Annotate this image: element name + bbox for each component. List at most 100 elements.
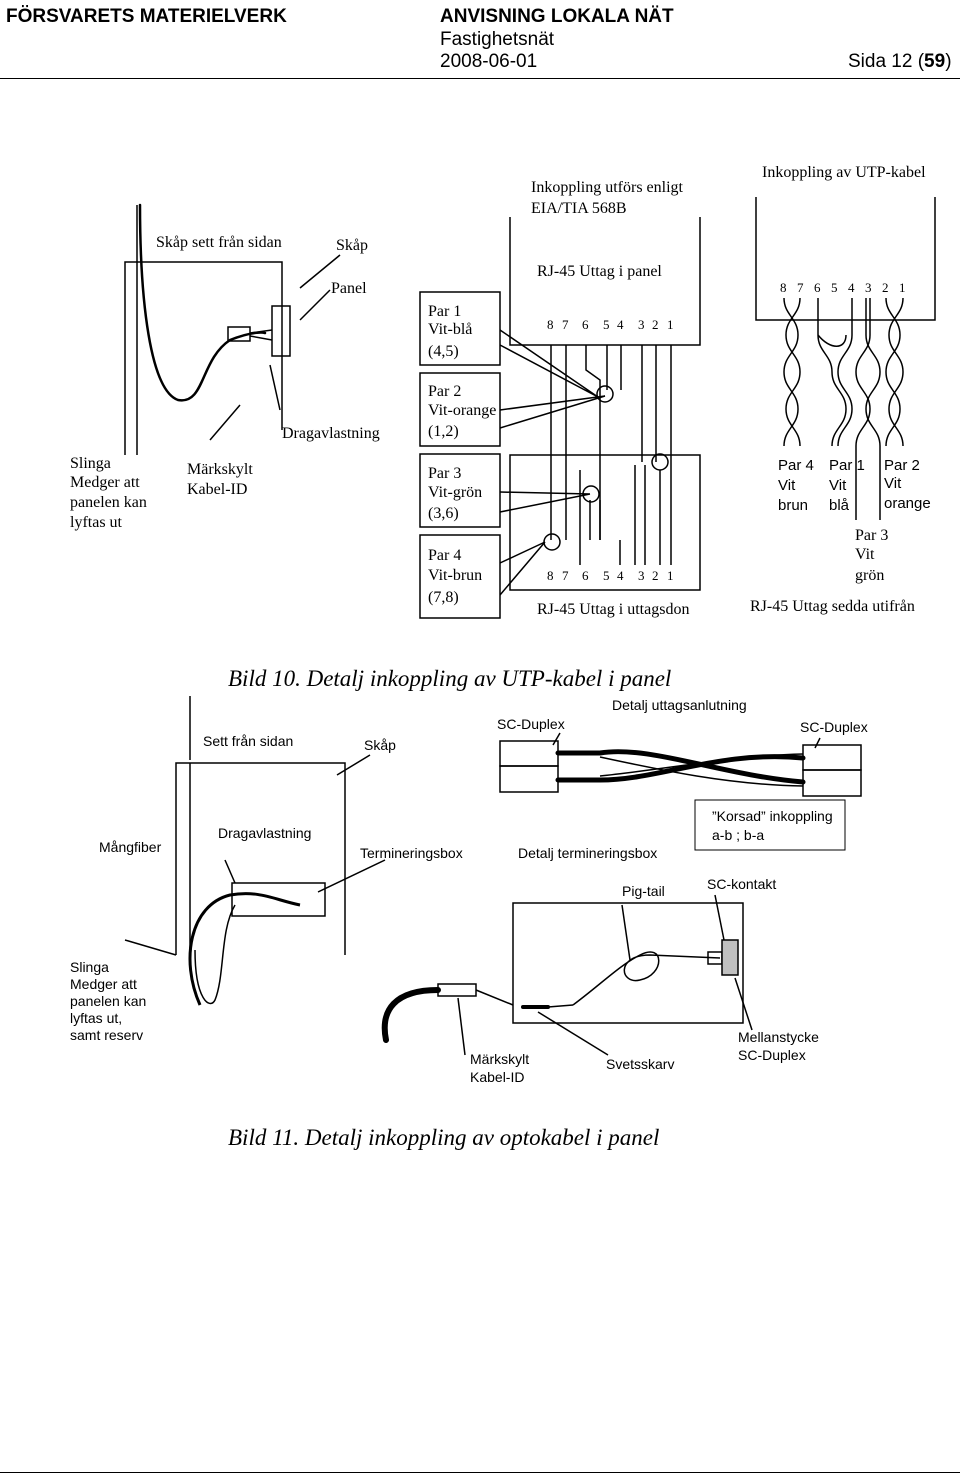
- pair-table: Par 1 Vit-blå (4,5) Par 2 Vit-orange (1,…: [419, 291, 501, 619]
- mellanstycke-adapter: [721, 939, 739, 976]
- svg-text:Par 3: Par 3: [428, 465, 461, 482]
- pins-right: 8 7 6 5 4 3 2 1: [780, 280, 906, 295]
- svg-text:8: 8: [780, 280, 787, 295]
- svg-text:grön: grön: [855, 567, 884, 584]
- label-skap: Skåp: [336, 237, 368, 254]
- right-pair-labels: Par 4 Vit brun Par 1 Vit blå Par 2 Vit o…: [778, 457, 931, 584]
- arrow-panel: [299, 289, 331, 321]
- fiber-loop-small: [188, 892, 301, 1006]
- svg-text:Vit-grön: Vit-grön: [428, 484, 482, 501]
- svg-text:1: 1: [667, 317, 674, 332]
- rj45-outside-box: [755, 197, 936, 321]
- figure-10: Skåp sett från sidan Skåp Panel Dragavla…: [70, 164, 936, 691]
- page-number: Sida 12 (59): [848, 51, 952, 72]
- svg-text:Märkskylt: Märkskylt: [470, 1051, 529, 1067]
- svg-text:Vit: Vit: [778, 477, 796, 494]
- svg-text:Par 2: Par 2: [428, 383, 461, 400]
- doc-date: 2008-06-01: [440, 51, 538, 72]
- svg-text:1: 1: [667, 568, 674, 583]
- pins-panel: 8 7 6 5 4 3 2 1: [547, 317, 674, 332]
- cable-slinga: [138, 203, 267, 402]
- pair2-marker: [651, 453, 669, 471]
- panel-block: [271, 305, 291, 357]
- label-mangfiber: Mångfiber: [99, 839, 162, 855]
- svg-text:panelen kan: panelen kan: [70, 494, 147, 511]
- fiber-cross: [555, 749, 806, 787]
- svg-text:Par 3: Par 3: [855, 527, 888, 544]
- arrow-dragavlastning-11: [224, 859, 236, 884]
- rj45-uttag-box: [509, 454, 701, 591]
- label-dragavlastning-11: Dragavlastning: [218, 825, 311, 841]
- fiber-entry: [475, 989, 514, 1006]
- svg-text:Kabel-ID: Kabel-ID: [470, 1069, 524, 1085]
- arrow-markskylt: [209, 404, 241, 441]
- pins-uttag: 8 7 6 5 4 3 2 1: [547, 568, 674, 583]
- pair4-marker: [543, 533, 561, 551]
- svg-text:Slinga: Slinga: [70, 455, 111, 472]
- label-korsad: ”Korsad” inkoppling a-b ; b-a: [694, 799, 846, 851]
- label-rj45-panel: RJ-45 Uttag i panel: [537, 263, 662, 280]
- sc-duplex-right: [802, 744, 862, 797]
- svg-text:Par 4: Par 4: [428, 547, 461, 564]
- pig-tail-fiber: [572, 951, 721, 1006]
- label-panel: Panel: [331, 280, 367, 297]
- arrow-mellanstycke: [734, 977, 753, 1031]
- pair-callouts: [499, 329, 606, 596]
- svg-text:4: 4: [617, 568, 624, 583]
- svg-text:Medger att: Medger att: [70, 474, 140, 491]
- svg-text:lyftas ut: lyftas ut: [70, 514, 123, 531]
- label-inkoppling-enligt-2: EIA/TIA 568B: [531, 200, 627, 217]
- cable-wires: [249, 329, 273, 341]
- svg-text:3: 3: [638, 568, 645, 583]
- svg-text:Vit: Vit: [855, 546, 875, 563]
- label-slinga-11: Slinga Medger att panelen kan lyftas ut,…: [70, 959, 146, 1043]
- svg-text:5: 5: [603, 317, 610, 332]
- pair1-marker: [596, 385, 614, 403]
- arrow-terminering-11: [317, 859, 386, 893]
- label-markskylt: Märkskylt Kabel-ID: [187, 461, 253, 498]
- rj45-panel-box: [509, 217, 701, 346]
- svg-text:Kabel-ID: Kabel-ID: [187, 481, 247, 498]
- svg-text:samt reserv: samt reserv: [70, 1027, 143, 1043]
- svg-text:8: 8: [547, 568, 554, 583]
- label-detalj-term: Detalj termineringsbox: [518, 845, 657, 861]
- svg-text:5: 5: [831, 280, 838, 295]
- cable-label-tag: [227, 326, 251, 342]
- wiring: [550, 345, 672, 565]
- label-inkoppling-enligt-1: Inkoppling utförs enligt: [531, 179, 684, 196]
- svg-text:6: 6: [582, 317, 589, 332]
- svg-text:panelen kan: panelen kan: [70, 993, 146, 1009]
- cabinet-outline: [124, 205, 283, 455]
- svg-text:Vit-blå: Vit-blå: [428, 321, 472, 338]
- label-rj45-utifran: RJ-45 Uttag sedda utifrån: [750, 598, 915, 615]
- label-markskylt-11: Märkskylt Kabel-ID: [470, 1051, 529, 1085]
- svg-text:a-b ; b-a: a-b ; b-a: [712, 827, 764, 843]
- label-sett-fran-sidan: Sett från sidan: [203, 733, 293, 749]
- svg-text:(3,6): (3,6): [428, 505, 459, 522]
- label-dragavlastning: Dragavlastning: [282, 425, 380, 442]
- svg-text:4: 4: [617, 317, 624, 332]
- svg-text:(7,8): (7,8): [428, 589, 459, 606]
- header-rule: [0, 78, 960, 79]
- svg-text:Vit-orange: Vit-orange: [428, 402, 496, 419]
- svg-text:7: 7: [797, 280, 804, 295]
- label-sc-duplex-1: SC-Duplex: [497, 716, 565, 732]
- cabinet-outline-11: [175, 762, 346, 955]
- arrow-sc-kontakt: [714, 894, 726, 946]
- label-sc-kontakt: SC-kontakt: [707, 876, 776, 892]
- svg-text:3: 3: [865, 280, 872, 295]
- twisted-pairs: [783, 297, 904, 520]
- svg-text:7: 7: [562, 568, 569, 583]
- arrow-markskylt-11: [457, 997, 466, 1056]
- termineringsbox-detail: [512, 902, 744, 1024]
- svg-text:(4,5): (4,5): [428, 343, 459, 360]
- label-slinga: Slinga Medger att panelen kan lyftas ut: [70, 455, 147, 531]
- svg-text:lyftas ut,: lyftas ut,: [70, 1010, 122, 1026]
- svg-text:2: 2: [652, 568, 659, 583]
- svg-text:Par 1: Par 1: [829, 457, 865, 474]
- svg-text:Vit: Vit: [829, 477, 847, 494]
- svg-text:SC-Duplex: SC-Duplex: [738, 1047, 806, 1063]
- caption-bild-10: Bild 10. Detalj inkoppling av UTP-kabel …: [228, 666, 671, 691]
- svg-text:2: 2: [882, 280, 889, 295]
- svg-text:Par 1: Par 1: [428, 303, 461, 320]
